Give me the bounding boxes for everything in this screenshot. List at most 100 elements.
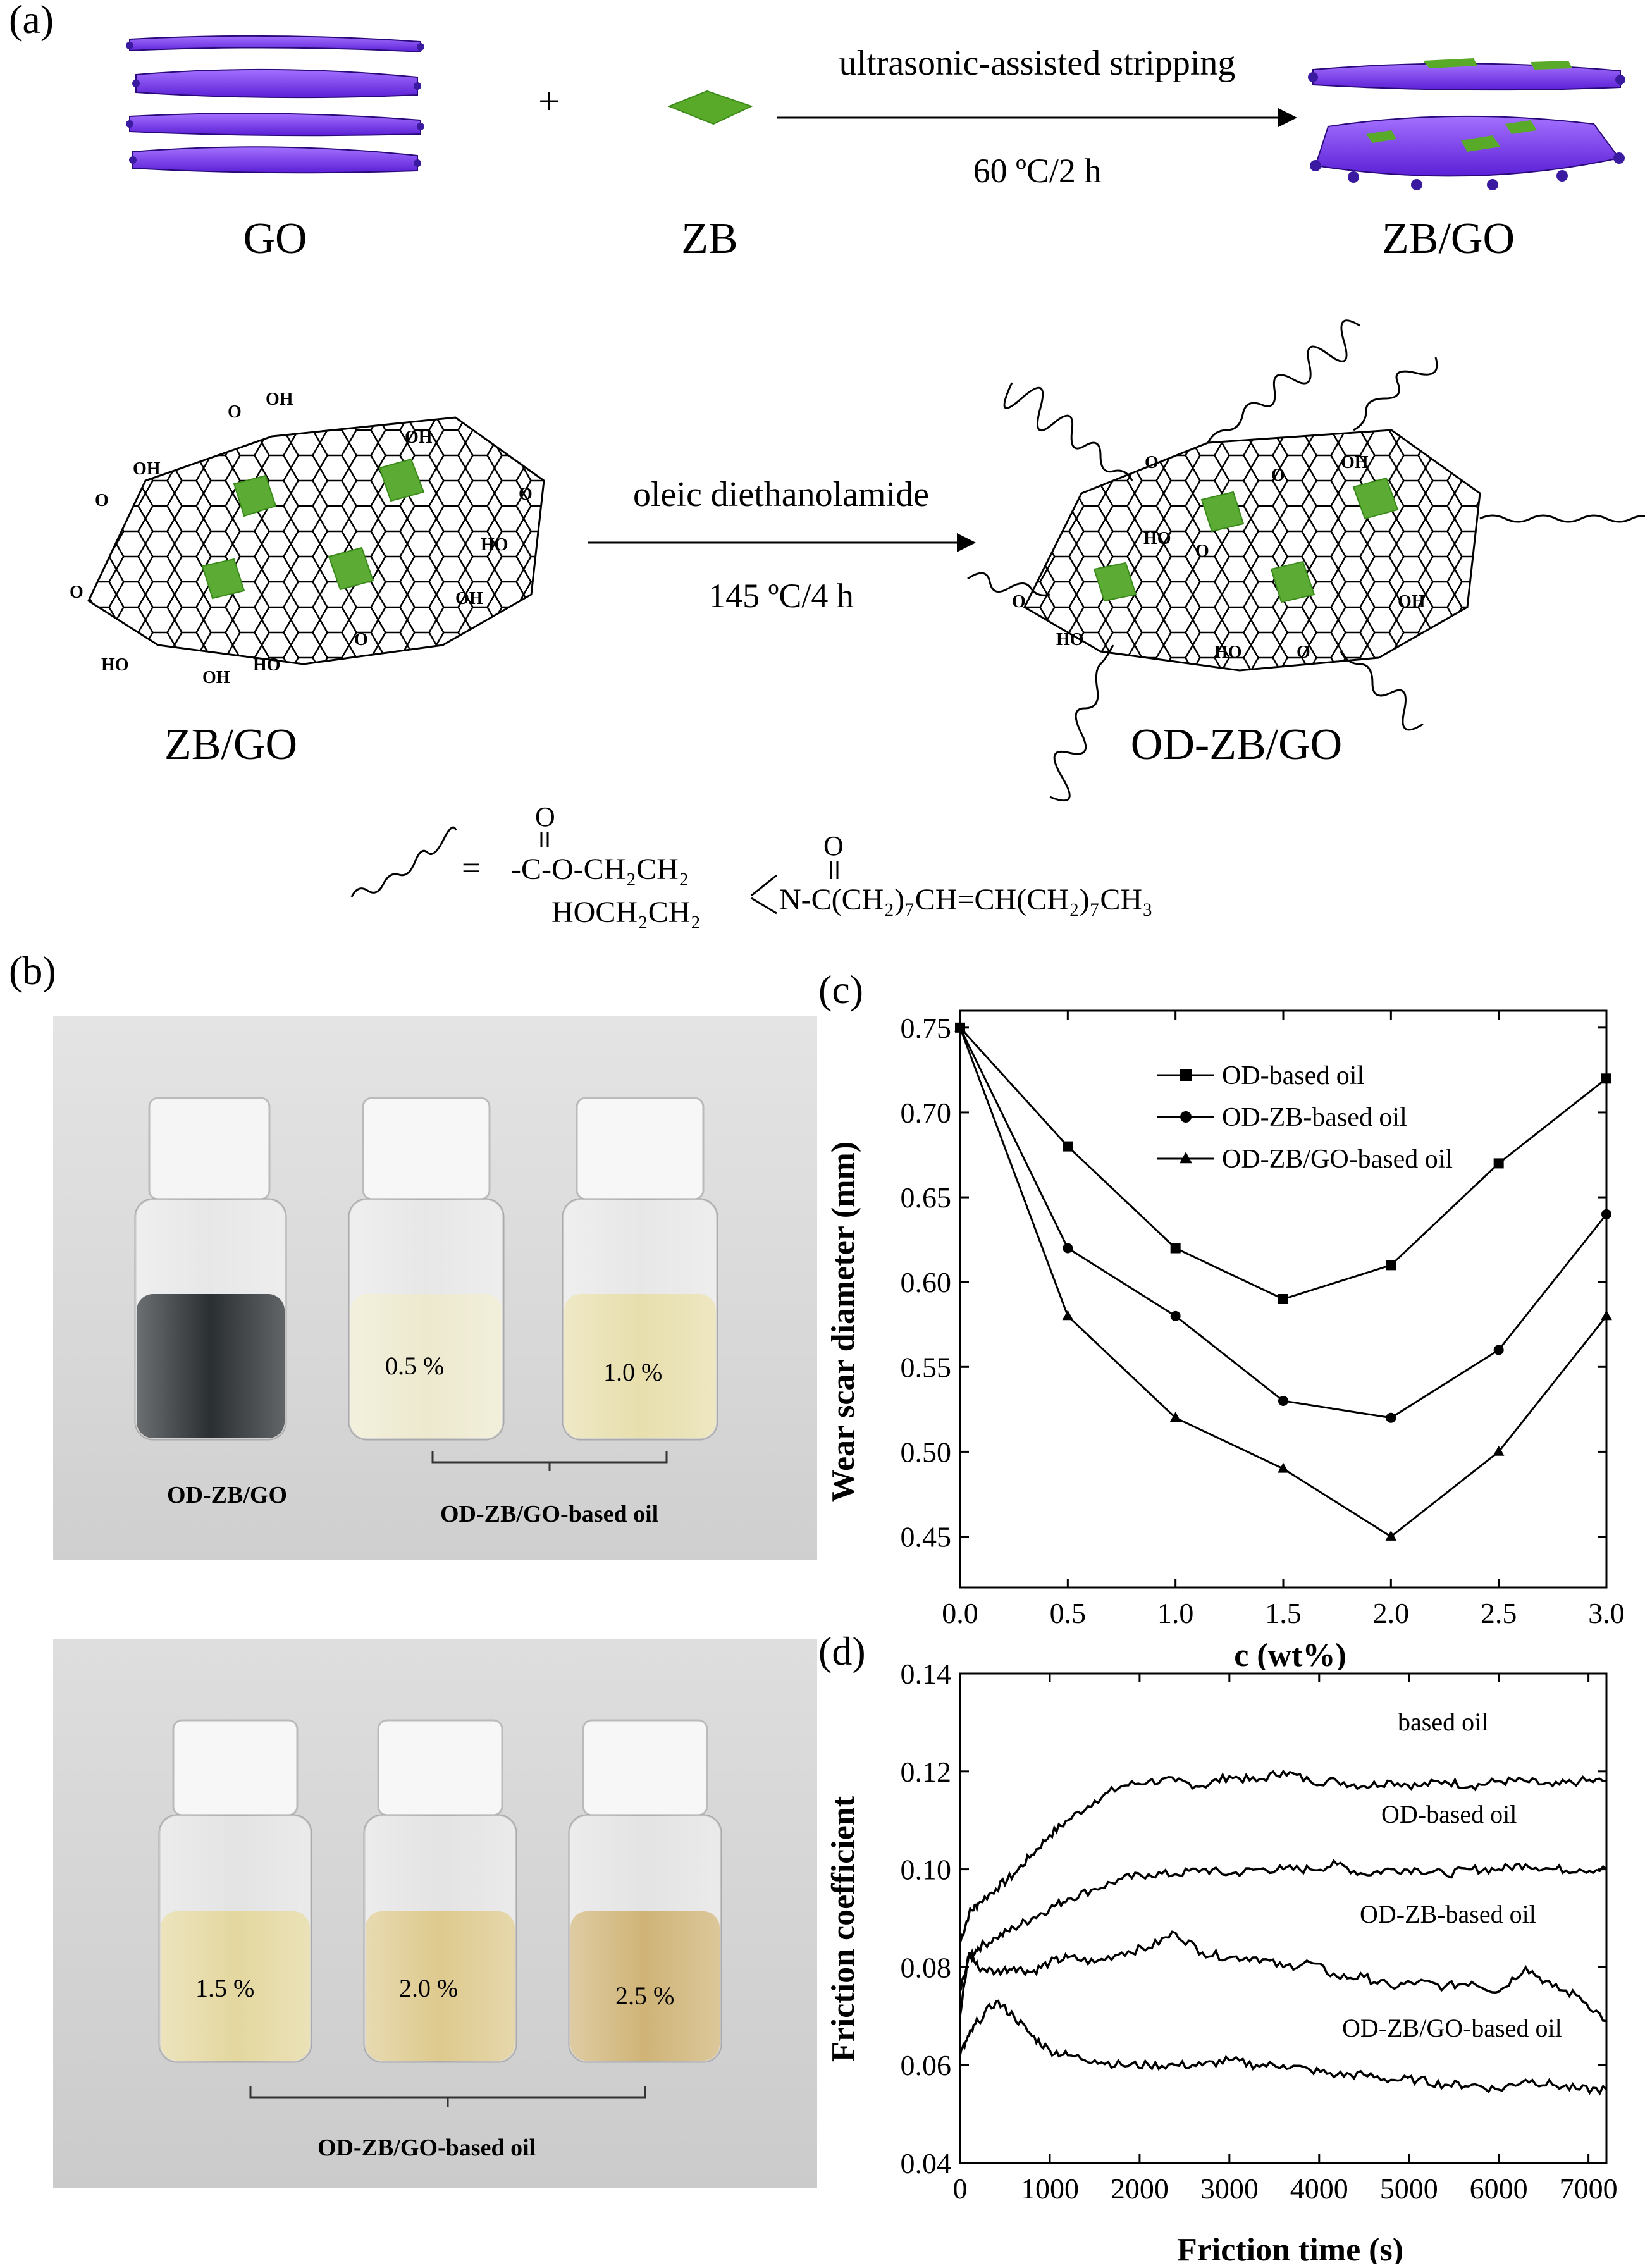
group-oh-5: OH: [202, 668, 230, 687]
caption-based-oil-bottom: OD-ZB/GO-based oil: [317, 2135, 536, 2161]
caption-odzbgo: OD-ZB/GO: [167, 1482, 288, 1508]
alkyl-chain-5: [967, 572, 1050, 596]
alkyl-chain-6: [1049, 644, 1114, 802]
marker-square: [1493, 1158, 1504, 1169]
vial-0-5: [348, 1097, 505, 1441]
marker-triangle: [1169, 1412, 1181, 1422]
y-tick-label: 0.08: [901, 1951, 952, 1983]
vial-photo-bottom: 1.5 % 2.0 % 2.5 % OD-ZB/GO-based oil: [53, 1639, 817, 2188]
zbgo-label-row2: ZB/GO: [164, 720, 297, 769]
marker-square: [1170, 1243, 1181, 1254]
plot-frame: [959, 1672, 1608, 2164]
marker-square: [1601, 1073, 1611, 1084]
x-tick-label: 2000: [1111, 2172, 1169, 2205]
formula-line-1: -C-O-CH₂CH₂: [511, 853, 689, 886]
panel-label-c: (c): [818, 967, 864, 1012]
group-o-2: O: [95, 491, 109, 510]
zb-crystal-graphic: [667, 90, 753, 125]
scheme-panel: (a): [0, 0, 1645, 942]
od-group-ho-1: HO: [1143, 529, 1171, 548]
marker-circle: [1170, 1310, 1181, 1321]
vial-1-5: [158, 1719, 312, 2063]
vial-2-0: [363, 1719, 517, 2063]
y-tick-label: 0.75: [901, 1012, 952, 1044]
vial-1-0: [562, 1097, 718, 1441]
x-tick-label: 0: [953, 2172, 968, 2205]
odzbgo-label: OD-ZB/GO: [1131, 720, 1342, 769]
friction-series: [959, 1769, 1608, 2096]
od-group-o-3: O: [1271, 465, 1285, 485]
caption-based-oil-top: OD-ZB/GO-based oil: [440, 1501, 659, 1527]
formula-line-2b: N-C(CH₂)₇CH=CH(CH₂)₇CH₃: [779, 883, 1153, 916]
od-group-ho-2: HO: [1056, 630, 1084, 650]
vial-photo-top: 0.5 % 1.0 % OD-ZB/GO OD-ZB/GO-based oil: [53, 1016, 817, 1560]
x-tick-label: 1.0: [1157, 1597, 1194, 1629]
x-tick-label: 2.5: [1481, 1597, 1517, 1629]
arrow1-bottom-text: 60 ºC/2 h: [973, 152, 1102, 190]
odzbgo-sheet-structure: O HO O O OH OH HO HO O O: [967, 319, 1645, 802]
marker-triangle: [1278, 1462, 1289, 1473]
group-oh-4: OH: [455, 589, 483, 608]
arrow1-top-text: ultrasonic-assisted stripping: [839, 44, 1236, 83]
x-tick-label: 6000: [1470, 2172, 1528, 2205]
series-label: OD-based oil: [1381, 1800, 1517, 1828]
friction-line-2: [959, 1930, 1607, 2023]
legend-label: OD-based oil: [1222, 1061, 1364, 1090]
vial-label-0-5: 0.5 %: [385, 1352, 445, 1380]
x-tick-label: 2.0: [1373, 1597, 1410, 1629]
marker-circle: [1386, 1412, 1396, 1423]
group-o-3: O: [519, 484, 533, 504]
marker-circle: [1180, 1111, 1192, 1123]
y-tick-label: 0.10: [901, 1854, 952, 1886]
marker-circle: [1278, 1395, 1288, 1406]
y-tick-label: 0.70: [901, 1097, 952, 1129]
y-tick-label: 0.12: [901, 1756, 952, 1788]
panel-label-a: (a): [9, 0, 54, 42]
arrow2-top-text: oleic diethanolamide: [633, 475, 929, 514]
marker-triangle: [954, 1021, 966, 1032]
wear-scar-xlabel: c (wt%): [1234, 1637, 1346, 1670]
marker-triangle: [1493, 1445, 1505, 1456]
wear-scar-ylabel: Wear scar diameter (mm): [825, 1142, 861, 1502]
marker-circle: [1063, 1243, 1073, 1254]
vial-black: [134, 1097, 287, 1441]
panel-label-d: (d): [818, 1629, 866, 1673]
panel-label-b: (b): [9, 948, 56, 993]
alkyl-chain-2: [1207, 319, 1360, 443]
series-label: OD-ZB-based oil: [1360, 1900, 1536, 1928]
vial-label-2-0: 2.0 %: [399, 1974, 459, 2002]
od-group-o-5: O: [1012, 592, 1026, 612]
vial-2-5: [568, 1719, 722, 2063]
group-oh-2: OH: [405, 428, 433, 447]
y-tick-label: 0.04: [901, 2147, 952, 2179]
y-tick-label: 0.65: [901, 1181, 952, 1214]
marker-triangle: [1180, 1152, 1192, 1164]
group-ho-2: HO: [101, 655, 129, 675]
friction-xlabel: Friction time (s): [1177, 2232, 1403, 2264]
legend-label: OD-ZB/GO-based oil: [1222, 1145, 1453, 1174]
marker-square: [1278, 1294, 1288, 1304]
od-group-oh-2: OH: [1398, 592, 1426, 612]
y-tick-label: 0.60: [901, 1266, 952, 1298]
formula-o-top-2: O: [823, 830, 844, 861]
alkyl-chain-7: [1340, 651, 1424, 731]
alkyl-chain-4: [1479, 514, 1645, 523]
wear-scar-series: [954, 1021, 1612, 1541]
group-ho-3: HO: [253, 655, 281, 675]
series-label: OD-ZB/GO-based oil: [1342, 2014, 1562, 2042]
zb-label: ZB: [681, 214, 737, 263]
zbgo-sheet-structure: OH O OH OH O HO O OH HO OH HO O O: [70, 390, 545, 687]
friction-line-1: [959, 1859, 1608, 1992]
marker-square: [1180, 1069, 1192, 1081]
go-label: GO: [243, 214, 307, 263]
x-tick-label: 5000: [1380, 2172, 1438, 2205]
marker-square: [1386, 1260, 1396, 1271]
od-group-o-2: O: [1195, 541, 1209, 561]
arrow2-bottom-text: 145 ºC/4 h: [708, 577, 854, 615]
chain-symbol: [350, 826, 457, 897]
